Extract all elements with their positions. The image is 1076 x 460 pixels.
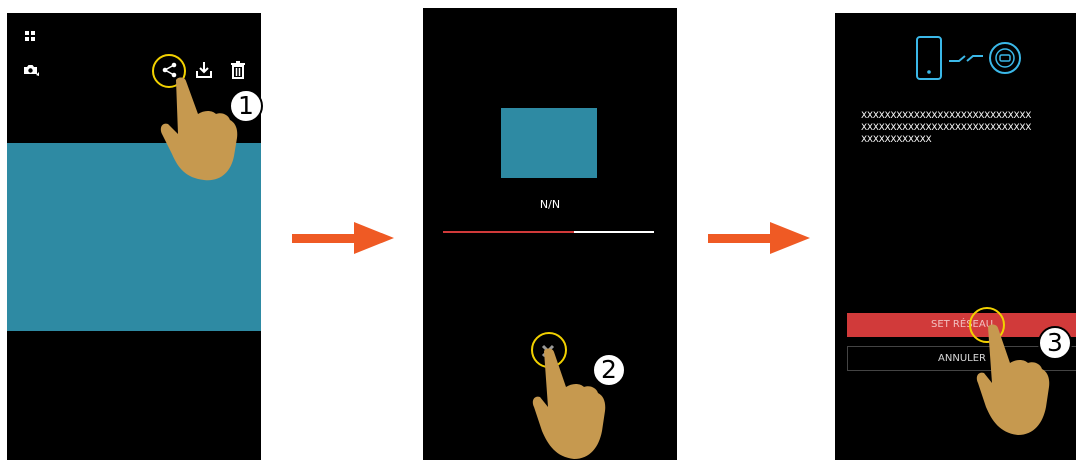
progress-fill <box>443 231 574 233</box>
message-line-2: XXXXXXXXXXXXXXXXXXXXXXXXXXXXX <box>861 123 1031 133</box>
message-line-3: XXXXXXXXXXXX <box>861 135 931 145</box>
tap-hand-icon <box>158 76 240 184</box>
progress-track <box>443 231 654 233</box>
arrow-right-icon <box>292 220 396 256</box>
step-number-2: 2 <box>592 353 626 387</box>
phone-to-router-connection-icon <box>915 35 1025 83</box>
camera-switch-icon[interactable] <box>22 63 40 77</box>
thumbnail-preview <box>501 108 597 178</box>
progress-label: N/N <box>423 198 677 211</box>
grid-icon[interactable] <box>25 31 35 41</box>
step-number-3: 3 <box>1038 326 1072 360</box>
arrow-right-icon <box>708 220 812 256</box>
message-line-1: XXXXXXXXXXXXXXXXXXXXXXXXXXXXX <box>861 111 1031 121</box>
step-number-1: 1 <box>229 89 263 123</box>
